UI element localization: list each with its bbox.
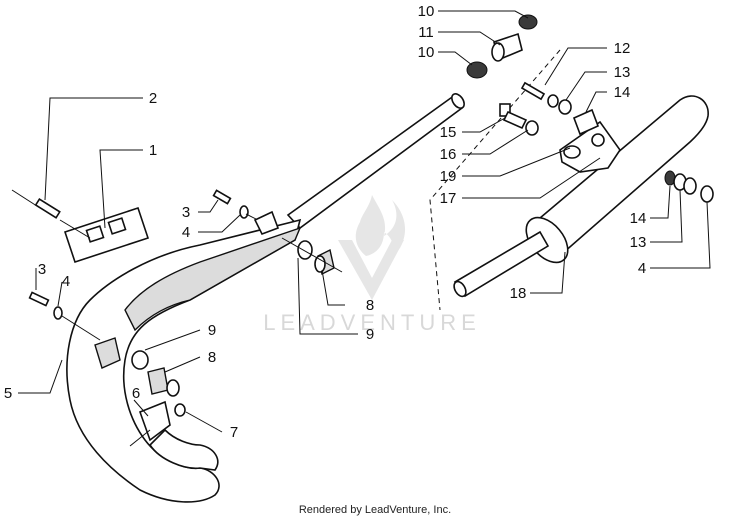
mounting-bracket [63,206,150,264]
callout-10-lower: 10 [418,44,435,61]
leadventure-watermark: LEADVENTURE [263,195,481,335]
top-bolt-set [520,81,600,136]
pipe-lower-tab [94,337,121,369]
callout-19: 19 [440,168,457,185]
callout-14-right: 14 [630,210,647,227]
leader-lines [18,10,711,433]
callout-8-upper: 8 [366,297,374,314]
callout-labels: 10 11 10 12 13 14 15 16 19 17 2 1 3 4 3 … [4,3,647,441]
render-credit: Rendered by LeadVenture, Inc. [299,504,451,516]
callout-13-top: 13 [614,64,631,81]
callout-9-lower: 9 [208,322,216,339]
callout-8-lower: 8 [208,349,216,366]
callout-10-top: 10 [418,3,435,20]
callout-4-left: 4 [62,273,70,290]
callout-13-right: 13 [630,234,647,251]
callout-15: 15 [440,124,457,141]
callout-3-left: 3 [38,261,46,278]
callout-9-upper: 9 [366,326,374,343]
flame-logo-icon [338,195,406,300]
callout-1: 1 [149,142,157,159]
stud-set [499,103,539,136]
bolt-washer-upper [212,189,263,223]
callout-18: 18 [510,285,527,302]
bolt-washer-left [28,291,101,341]
muffler [453,95,709,298]
exhaust-pipe-body [66,218,302,503]
callout-11: 11 [418,24,434,41]
callout-5: 5 [4,385,12,402]
callout-16: 16 [440,146,457,163]
right-fastener-set [664,170,714,203]
bolt [11,189,91,239]
bushing-set-upper [281,237,343,276]
assembly-bracket [429,49,561,311]
bushing-set-lower [129,350,186,447]
watermark-text: LEADVENTURE [263,310,481,335]
callout-4-right: 4 [638,260,646,277]
callout-17: 17 [440,190,457,207]
muffler-bracket [559,120,621,173]
clamp-sleeve-hardware [466,14,538,79]
callout-7: 7 [230,424,238,441]
callout-2: 2 [149,90,157,107]
callout-12: 12 [614,40,631,57]
pipe-mount-tab [253,210,280,236]
callout-6: 6 [132,385,140,402]
callout-4-upper: 4 [182,224,190,241]
callout-3-upper: 3 [182,204,190,221]
callout-14-top: 14 [614,84,631,101]
